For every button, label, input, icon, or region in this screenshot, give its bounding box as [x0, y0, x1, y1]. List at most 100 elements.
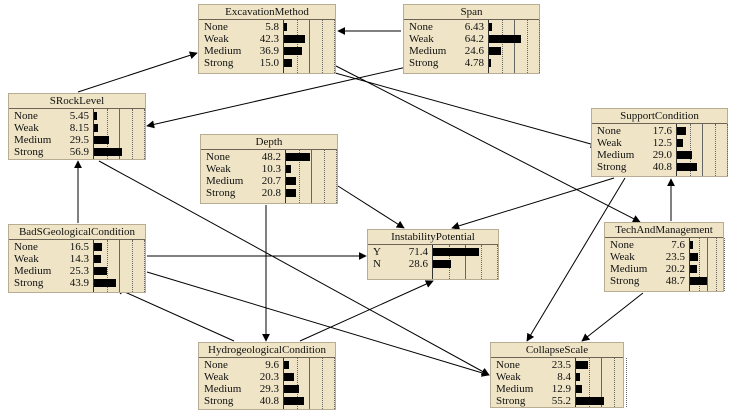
state-probability: 29.3: [259, 383, 279, 395]
state-label: Y: [373, 246, 381, 258]
scale-tick: [724, 238, 725, 291]
node-title: CollapseScale: [491, 343, 623, 358]
state-label: Medium: [206, 175, 244, 187]
node-title: BadSGeologicalCondition: [9, 225, 145, 240]
probability-bar: [690, 241, 693, 249]
state-probability: 56.9: [69, 146, 89, 158]
state-label: Medium: [14, 265, 52, 277]
state-probability: 42.3: [259, 33, 279, 45]
scale-tick: [497, 245, 498, 279]
scale-tick: [707, 238, 708, 291]
probability-bar: [576, 385, 583, 393]
state-label: None: [14, 241, 38, 253]
scale-tick: [119, 240, 120, 292]
edge-depth-to-instab: [337, 185, 405, 229]
state-probability: 20.3: [259, 371, 279, 383]
edge-tech-to-collapse: [581, 292, 644, 342]
state-label: Medium: [496, 383, 534, 395]
state-label: Weak: [610, 251, 635, 263]
probability-bar: [94, 279, 116, 287]
node-title: InstabilityPotential: [368, 230, 498, 245]
state-probability: 20.2: [665, 263, 685, 275]
scale-tick: [119, 109, 120, 159]
probability-bar: [677, 163, 698, 171]
state-probability: 36.9: [259, 45, 279, 57]
edge-support-to-instab: [451, 177, 615, 230]
node-title: HydrogeologicalCondition: [199, 343, 335, 358]
state-probability: 6.43: [464, 21, 484, 33]
state-probability: 16.5: [69, 241, 89, 253]
state-label: None: [496, 359, 520, 371]
state-label: Weak: [14, 122, 39, 134]
scale-tick: [334, 20, 335, 73]
state-label: None: [14, 110, 38, 122]
probability-bar: [94, 255, 102, 263]
state-label: Weak: [409, 33, 434, 45]
scale-tick: [321, 20, 323, 73]
scale-tick: [296, 358, 298, 409]
state-probability: 71.4: [408, 246, 428, 258]
state-probability: 9.6: [265, 359, 279, 371]
probability-bar: [677, 127, 686, 135]
state-probability: 24.6: [464, 45, 484, 57]
scale-tick: [309, 358, 310, 409]
scale-tick: [334, 358, 335, 409]
node-title: TechAndManagement: [605, 223, 723, 238]
scale-tick: [481, 245, 482, 279]
state-label: Medium: [204, 383, 242, 395]
probability-bar: [286, 165, 292, 173]
probability-bar: [489, 47, 502, 55]
probability-bar: [489, 23, 493, 31]
scale-tick: [526, 20, 528, 73]
scale-tick: [323, 150, 325, 203]
probability-bar: [576, 373, 581, 381]
node-title: SupportCondition: [592, 109, 727, 124]
scale-tick: [715, 238, 717, 291]
probability-bar: [677, 151, 692, 159]
edge-support-to-collapse: [526, 177, 626, 342]
bar-scale: [689, 238, 725, 291]
state-label: Strong: [610, 275, 640, 287]
probability-bar: [433, 260, 452, 268]
state-label: Weak: [206, 163, 231, 175]
state-probability: 40.8: [259, 395, 279, 407]
state-probability: 8.15: [69, 122, 89, 134]
scale-tick: [714, 124, 716, 176]
edge-badgeo-to-collapse: [146, 271, 490, 377]
probability-bar: [677, 139, 684, 147]
state-probability: 64.2: [464, 33, 484, 45]
state-label: Medium: [597, 149, 635, 161]
state-label: Strong: [204, 57, 234, 69]
probability-bar: [286, 189, 297, 197]
scale-tick: [588, 358, 590, 407]
